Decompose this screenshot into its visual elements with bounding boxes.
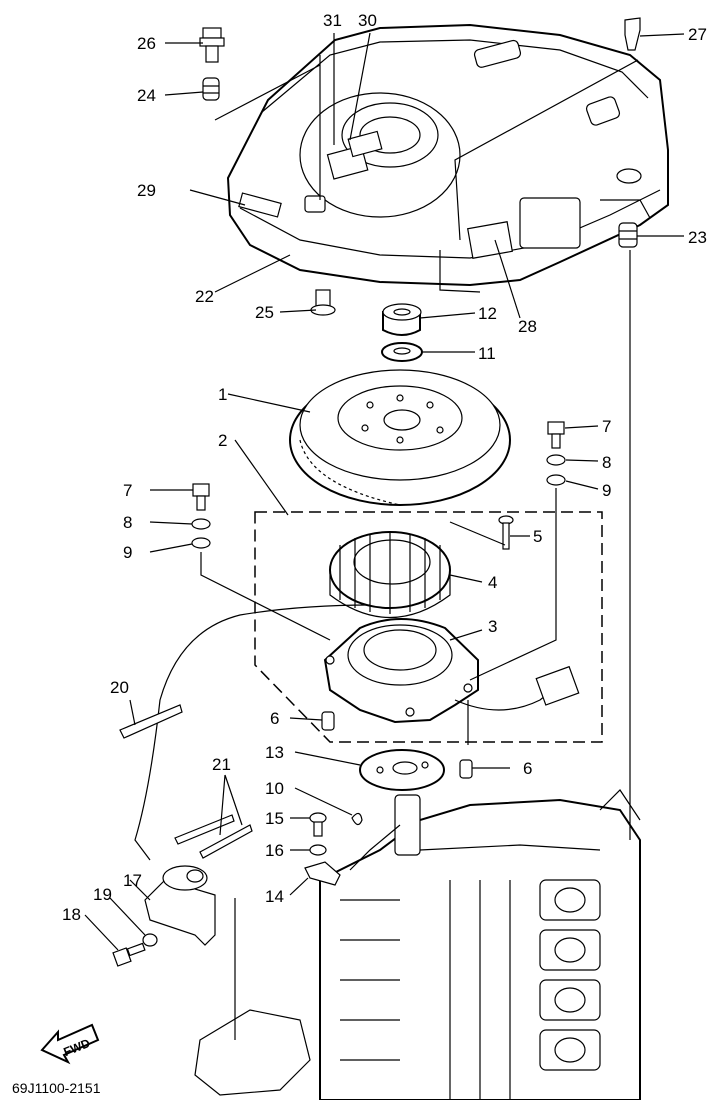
label-7-left: 7 <box>123 481 132 500</box>
label-23: 23 <box>688 228 707 247</box>
label-26: 26 <box>137 34 156 53</box>
grommet-24 <box>202 77 220 101</box>
label-29: 29 <box>137 181 156 200</box>
engine-block <box>194 789 641 1100</box>
label-9-left: 9 <box>123 543 132 562</box>
label-28: 28 <box>518 317 537 336</box>
label-24: 24 <box>137 86 156 105</box>
label-20: 20 <box>110 678 129 697</box>
bolt-7-right <box>547 421 565 449</box>
collar-25 <box>310 289 336 316</box>
label-16: 16 <box>265 841 284 860</box>
bolt-7-left <box>192 483 210 511</box>
stator-base <box>323 618 479 724</box>
nut-12 <box>382 303 422 336</box>
washer-9-left <box>191 537 211 549</box>
fwd-arrow-icon: FWD <box>40 1023 100 1065</box>
label-12: 12 <box>478 304 497 323</box>
washer-11 <box>381 342 423 362</box>
lock-washer-8-left <box>191 518 211 530</box>
washer-9-right <box>546 474 566 486</box>
cable-tie-20 <box>119 704 183 739</box>
assembly-group-box <box>254 511 603 743</box>
label-18: 18 <box>62 905 81 924</box>
label-13: 13 <box>265 743 284 762</box>
wire-harness <box>454 687 556 711</box>
bolt-18 <box>112 942 146 967</box>
label-21: 21 <box>212 755 231 774</box>
connector-bracket-17 <box>144 865 216 946</box>
flywheel-cover <box>226 23 669 293</box>
lock-washer-8-right <box>546 454 566 466</box>
label-30: 30 <box>358 11 377 30</box>
part-labels: 26 24 31 30 27 29 22 23 25 12 28 11 1 2 … <box>62 11 707 924</box>
label-5: 5 <box>533 527 542 546</box>
label-6-right: 6 <box>523 759 532 778</box>
label-8-left: 8 <box>123 513 132 532</box>
screw-5 <box>498 515 514 550</box>
bolt-26 <box>199 27 225 63</box>
label-15: 15 <box>265 809 284 828</box>
label-2: 2 <box>218 431 227 450</box>
cable-tie-21a <box>174 814 235 845</box>
dowel-6-right <box>459 759 473 779</box>
label-6-left: 6 <box>270 709 279 728</box>
label-14: 14 <box>265 887 284 906</box>
label-22: 22 <box>195 287 214 306</box>
cable-tie-21b <box>199 824 253 859</box>
label-9-right: 9 <box>602 481 611 500</box>
label-7-right: 7 <box>602 417 611 436</box>
bracket-14 <box>304 861 341 886</box>
label-1: 1 <box>218 385 227 404</box>
label-17: 17 <box>123 871 142 890</box>
flywheel <box>289 369 511 506</box>
key-10 <box>351 812 363 826</box>
label-25: 25 <box>255 303 274 322</box>
label-31: 31 <box>323 11 342 30</box>
diagram-code: 69J1100-2151 <box>12 1080 101 1096</box>
dowel-6-left <box>321 711 335 731</box>
washer-16 <box>309 844 327 856</box>
label-8-right: 8 <box>602 453 611 472</box>
label-10: 10 <box>265 779 284 798</box>
leader-lines <box>84 32 685 951</box>
label-11: 11 <box>478 344 496 363</box>
clip-27 <box>624 17 641 51</box>
plate <box>359 749 445 791</box>
wire-connector <box>535 665 580 706</box>
screw-15 <box>309 812 327 837</box>
grommet-23 <box>618 222 638 248</box>
label-27: 27 <box>688 25 707 44</box>
label-19: 19 <box>93 885 112 904</box>
label-4: 4 <box>488 573 497 592</box>
label-3: 3 <box>488 617 497 636</box>
washer-19 <box>142 933 158 947</box>
stator-coil <box>329 531 451 619</box>
